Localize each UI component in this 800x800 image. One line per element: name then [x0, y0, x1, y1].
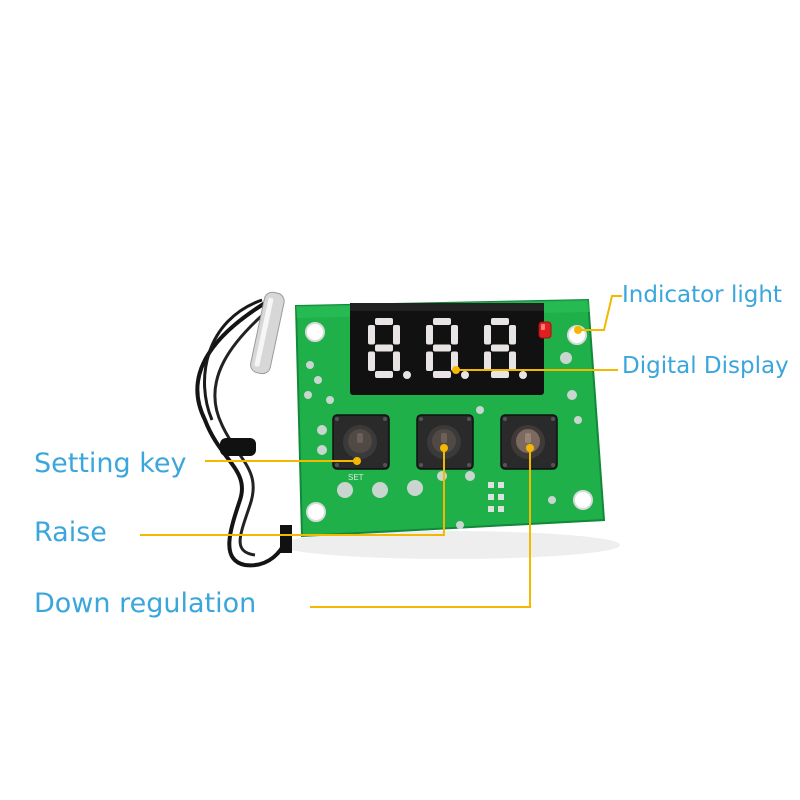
digital-display: 8. 8. 8. [0, 0, 544, 395]
display-digit-values: 8. 8. 8. [0, 0, 4, 1]
leader-dot [526, 444, 534, 452]
digital-display-label: Digital Display [622, 353, 789, 379]
display-segment [368, 325, 375, 345]
raise-button[interactable] [416, 414, 474, 470]
raise-label: Raise [34, 517, 107, 548]
display-decimal-point [403, 371, 411, 379]
display-segment [509, 351, 516, 371]
display-segment [509, 325, 516, 345]
indicator-led [538, 321, 552, 339]
display-segment [393, 325, 400, 345]
smd-components [488, 482, 504, 512]
display-segment [491, 344, 509, 352]
display-segment [491, 318, 509, 325]
display-segment [433, 344, 451, 352]
probe-cable-loop [203, 298, 263, 421]
temperature-probe [195, 291, 292, 568]
display-segment [484, 351, 491, 371]
display-segment [451, 325, 458, 345]
cable-tie [220, 438, 256, 456]
display-segment [375, 318, 393, 325]
display-segment [433, 371, 451, 378]
probe-connector [280, 525, 292, 553]
silkscreen-set: SET [348, 473, 364, 482]
leader-raise [140, 448, 445, 536]
display-segment [426, 325, 433, 345]
leader-down-regulation [310, 448, 531, 608]
display-segment [484, 325, 491, 345]
display-digits [368, 318, 527, 379]
display-segment [491, 371, 509, 378]
display-decimal-point [519, 371, 527, 379]
leader-lines [140, 295, 622, 608]
leader-dot [440, 444, 448, 452]
down-regulation-button[interactable] [500, 414, 558, 470]
leader-dot [452, 366, 460, 374]
mounting-hole [573, 490, 593, 510]
mounting-hole [306, 502, 326, 522]
mounting-hole [305, 322, 325, 342]
leader-endpoints [353, 326, 582, 465]
display-decimal-point [461, 371, 469, 379]
leader-dot [353, 457, 361, 465]
leader-dot [574, 326, 582, 334]
display-segment [375, 371, 393, 378]
display-digit [484, 318, 527, 379]
down-regulation-label: Down regulation [34, 588, 257, 619]
setting-key-button[interactable] [332, 414, 390, 470]
probe-tip [250, 291, 285, 375]
display-segment [393, 351, 400, 371]
display-segment [433, 318, 451, 325]
display-segment [368, 351, 375, 371]
leader-indicator-light [578, 295, 622, 331]
board-shadow [280, 531, 620, 559]
display-digit [426, 318, 469, 379]
setting-key-label: Setting key [34, 448, 187, 479]
display-segment [426, 351, 433, 371]
indicator-light-label: Indicator light [622, 282, 782, 308]
display-digit [368, 318, 411, 379]
display-segment [375, 344, 393, 352]
